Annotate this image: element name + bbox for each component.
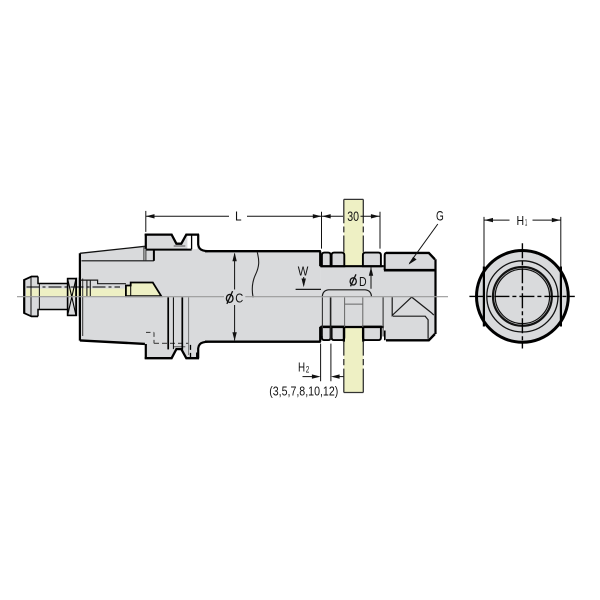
svg-text:D: D xyxy=(359,274,367,289)
svg-text:G: G xyxy=(436,208,444,224)
svg-text:(3,5,7,8,10,12): (3,5,7,8,10,12) xyxy=(269,383,338,398)
svg-text:H: H xyxy=(517,213,525,228)
svg-text:30: 30 xyxy=(347,208,359,224)
svg-text:C: C xyxy=(235,291,243,306)
svg-text:1: 1 xyxy=(525,217,527,227)
svg-text:W: W xyxy=(298,263,309,278)
svg-text:L: L xyxy=(235,208,242,223)
svg-text:H: H xyxy=(298,360,305,375)
svg-text:2: 2 xyxy=(306,365,310,375)
